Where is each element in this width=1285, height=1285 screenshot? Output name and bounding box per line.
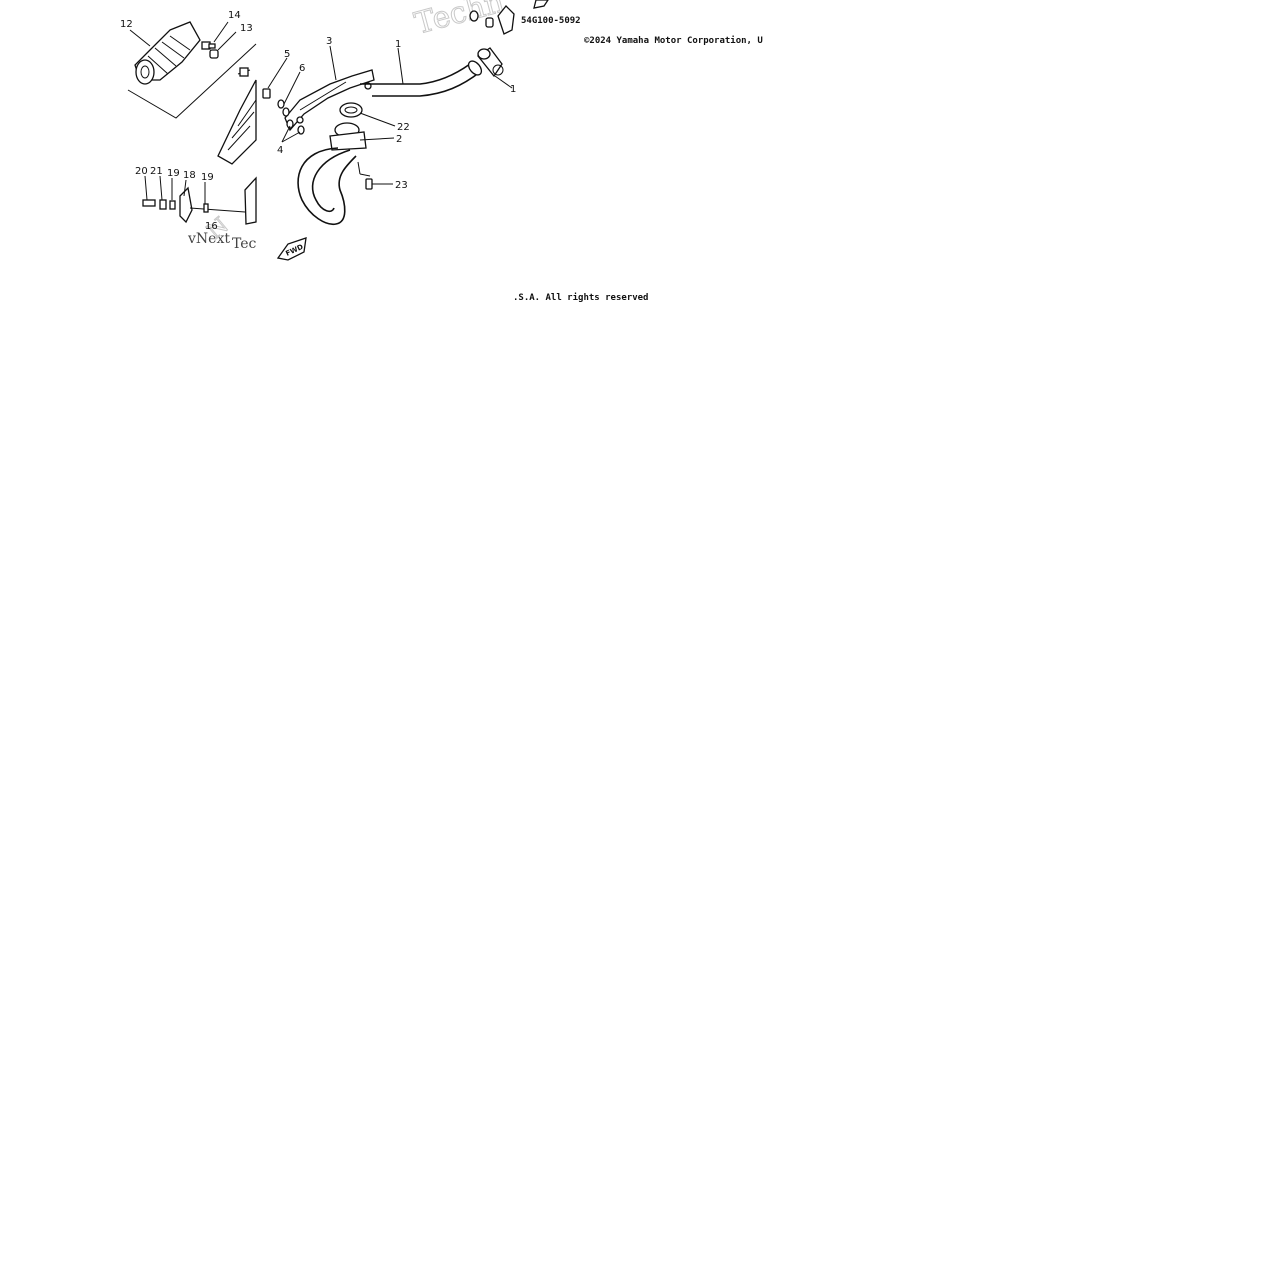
watermark-bottom-left-1: vNext xyxy=(187,231,230,247)
callout-14: 14 xyxy=(228,10,241,21)
nut-13 xyxy=(209,49,219,59)
callout-1-right: 1 xyxy=(510,84,516,95)
callout-3: 3 xyxy=(326,36,332,47)
bolt-14 xyxy=(201,41,216,50)
callout-4: 4 xyxy=(277,145,283,156)
bolt-5 xyxy=(262,88,271,99)
callout-19a: 19 xyxy=(167,168,180,179)
panel-gap xyxy=(257,0,264,262)
clamp-fragment xyxy=(533,0,549,9)
callout-18: 18 xyxy=(183,170,196,181)
leader-12 xyxy=(129,29,151,47)
callout-13: 13 xyxy=(240,23,253,34)
callout-5: 5 xyxy=(284,49,290,60)
washer-6 xyxy=(277,99,290,117)
heat-protector-3 xyxy=(284,69,375,132)
callout-23: 23 xyxy=(395,180,408,191)
callout-21: 21 xyxy=(150,166,163,177)
muffler-body xyxy=(217,67,257,165)
callout-16: 16 xyxy=(205,221,218,232)
fwd-arrow: FWD xyxy=(276,237,307,261)
callout-22: 22 xyxy=(397,122,410,133)
copyright-line-2: .S.A. All rights reserved xyxy=(513,292,648,303)
joint-rubber xyxy=(477,47,504,78)
callout-12: 12 xyxy=(120,19,133,30)
watermark-bottom-left-2: Tec xyxy=(232,236,257,252)
bracket-assembly xyxy=(142,176,257,225)
copyright-line-1: ©2024 Yamaha Motor Corporation, U xyxy=(584,35,763,46)
callout-1-top: 1 xyxy=(395,39,401,50)
header-pipe-2 xyxy=(297,122,367,225)
callout-20: 20 xyxy=(135,166,148,177)
exhaust-pipe-1 xyxy=(360,60,483,97)
callout-19b: 19 xyxy=(201,172,214,183)
clamp-bolt xyxy=(469,5,515,35)
part-code: 54G100-5092 xyxy=(521,16,581,26)
callout-2: 2 xyxy=(396,134,402,145)
muffler-end-cap xyxy=(134,21,201,85)
gasket-22 xyxy=(339,102,363,118)
callout-6: 6 xyxy=(299,63,305,74)
